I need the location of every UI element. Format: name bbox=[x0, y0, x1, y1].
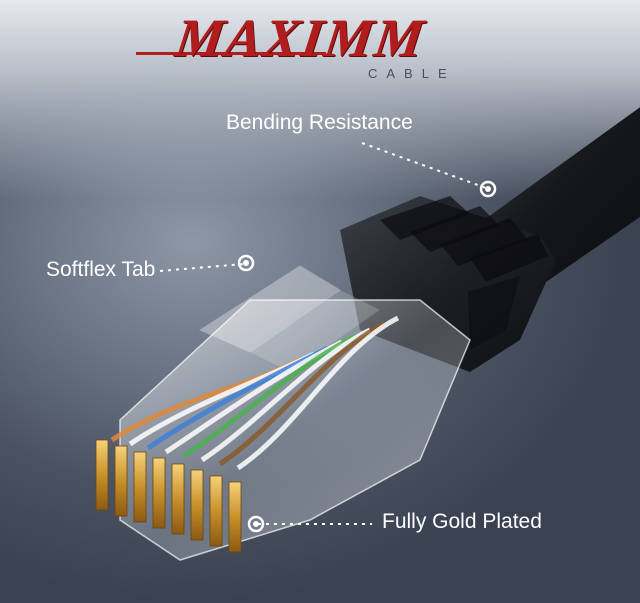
gold-contact-6 bbox=[190, 469, 204, 541]
rj45-plug-body bbox=[119, 265, 471, 561]
callout-line-softflex bbox=[159, 263, 245, 272]
wire-6 bbox=[200, 327, 372, 463]
gold-contacts bbox=[95, 439, 242, 553]
wire-5 bbox=[182, 333, 358, 459]
brand-subtitle: CABLE bbox=[368, 66, 456, 81]
callout-line-bending bbox=[361, 142, 487, 189]
callout-dot-gold bbox=[247, 515, 265, 533]
callout-bending-resistance: Bending Resistance bbox=[226, 111, 413, 134]
wire-4 bbox=[164, 339, 344, 455]
gold-contact-7 bbox=[209, 475, 223, 547]
callout-dot-softflex bbox=[237, 254, 255, 272]
callout-dot-bending bbox=[479, 180, 497, 198]
gold-contact-3 bbox=[133, 451, 147, 523]
gold-contact-1 bbox=[95, 439, 109, 511]
gold-contact-8 bbox=[228, 481, 242, 553]
gold-contact-5 bbox=[171, 463, 185, 535]
gold-contact-2 bbox=[114, 445, 128, 517]
callout-softflex-tab: Softflex Tab bbox=[46, 258, 156, 281]
callout-fully-gold-plated: Fully Gold Plated bbox=[382, 510, 542, 533]
wire-7 bbox=[218, 321, 386, 467]
gold-contact-4 bbox=[152, 457, 166, 529]
brand-underline bbox=[136, 52, 326, 55]
internal-wires bbox=[110, 315, 400, 471]
wire-8 bbox=[236, 315, 400, 471]
